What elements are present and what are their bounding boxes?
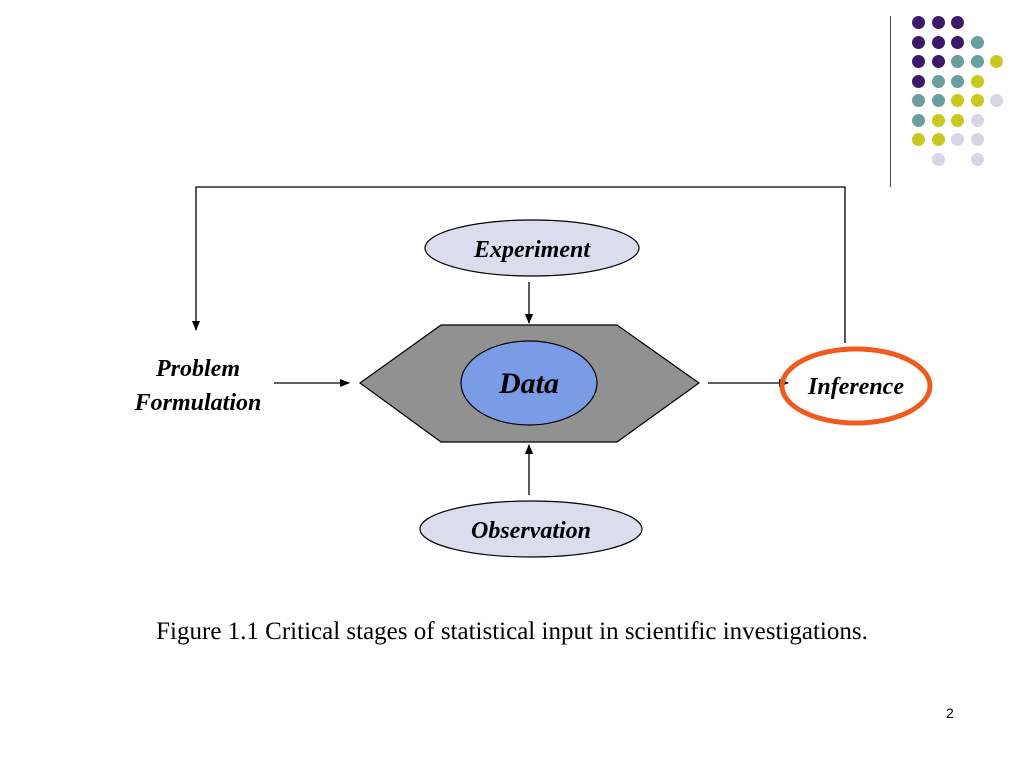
decorative-dot [931,16,945,29]
decorative-dot [970,55,984,68]
decorative-dot [990,55,1003,68]
decorative-dot [931,55,945,68]
decorative-dot [912,113,925,127]
decorative-dot [951,133,964,146]
page-number: 2 [946,705,954,721]
figure-caption: Figure 1.1 Critical stages of statistica… [156,618,868,645]
decorative-dot [951,113,964,127]
decorative-dot [931,35,945,49]
decorative-dot [970,94,984,107]
decorative-dot [931,113,945,127]
flow-diagram: Data Experiment Observation Problem Form… [134,186,933,558]
decorative-dot [912,74,925,88]
observation-ellipse [419,500,643,558]
experiment-ellipse [424,219,640,277]
decorative-dot [931,94,945,107]
decorative-dot [931,74,945,88]
problem-label-line1: Problem [155,356,240,382]
decorative-dot [951,55,964,68]
decorative-dot [970,152,984,166]
decorative-dot [990,94,1003,107]
data-ellipse [460,340,598,426]
observation-label: Observation [471,518,591,544]
decorative-dot [912,16,925,29]
decorative-dot [951,35,964,49]
decorative-dot [912,94,925,107]
inference-label: Inference [807,374,904,400]
data-label: Data [498,367,559,400]
decorative-dot [912,133,925,146]
decorative-dot [970,35,984,49]
decorative-dot [970,74,984,88]
decorative-vertical-line [890,16,891,187]
decorative-dot [951,74,964,88]
decorative-dot [931,152,945,166]
decorative-dot [951,94,964,107]
decorative-dot [912,35,925,49]
problem-label-line2: Formulation [134,390,262,416]
decorative-dot [970,133,984,146]
decorative-dot [912,55,925,68]
feedback-loop-arrow [192,186,846,343]
decorative-dot [931,133,945,146]
decorative-dot [970,113,984,127]
decorative-dot-grid [0,0,1024,200]
experiment-label: Experiment [473,237,591,263]
decorative-dot [951,16,964,29]
inference-highlight-ring [779,346,933,426]
